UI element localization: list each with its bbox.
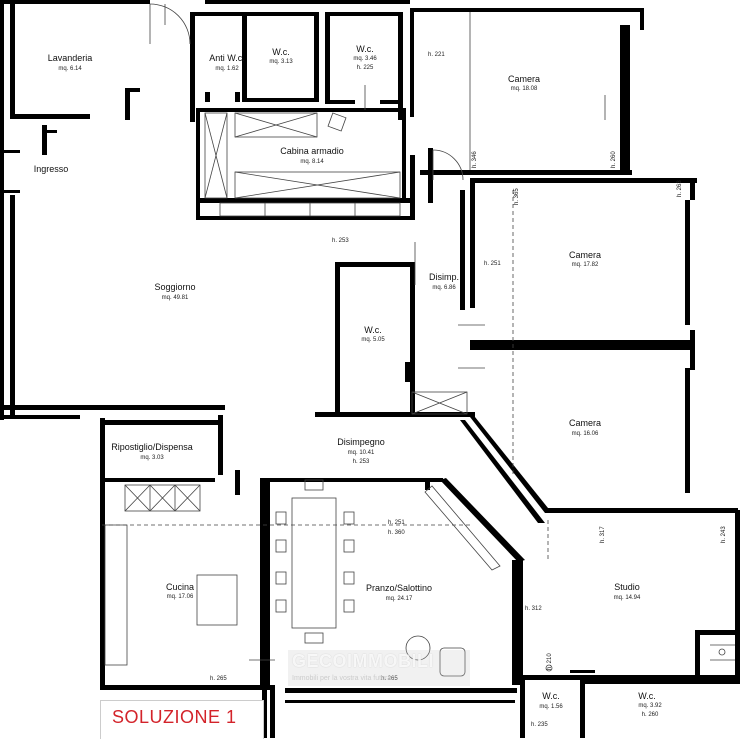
watermark-subtitle: Immobili per la vostra vita futura — [292, 675, 392, 682]
height-251-pranzo: h. 251 — [388, 520, 405, 526]
room-disimpegno-area: mq. 10.41 — [347, 450, 375, 456]
height-265-b: h. 265 — [381, 676, 398, 682]
room-pranzo-area: mq. 24.17 — [385, 596, 413, 602]
room-wc-5-height: h. 260 — [641, 712, 659, 718]
room-wc-4-area: mq. 1.56 — [539, 704, 563, 710]
height-317: h. 317 — [600, 526, 606, 543]
height-312: h. 312 — [525, 606, 542, 612]
room-pranzo-name: Pranzo/Salottino — [365, 583, 433, 593]
room-cucina-area: mq. 17.06 — [166, 594, 194, 600]
room-camera-3-area: mq. 16.06 — [571, 431, 599, 437]
watermark-title: GECOIMMOBILI — [292, 651, 434, 671]
height-243: h. 243 — [721, 526, 727, 543]
height-346: h. 346 — [472, 151, 478, 168]
solution-label: SOLUZIONE 1 — [112, 707, 237, 727]
room-studio-name: Studio — [614, 582, 640, 592]
room-wc-2-height: h. 225 — [356, 65, 374, 71]
solution-label-box — [100, 700, 264, 739]
height-360: h. 360 — [388, 530, 405, 536]
room-wc-3-name: W.c. — [364, 325, 382, 335]
room-wc-2-name: W.c. — [356, 44, 374, 54]
height-265-a: h. 265 — [210, 676, 227, 682]
thin-lines — [102, 3, 735, 677]
room-wc-5-name: W.c. — [638, 691, 656, 701]
room-ripostiglio-area: mq. 3.03 — [140, 455, 164, 461]
room-soggiorno-area: mq. 49.81 — [161, 295, 189, 301]
room-disimpegno-height: h. 253 — [352, 459, 370, 465]
room-wc-5-area: mq. 3.92 — [638, 703, 662, 709]
room-camera-2-area: mq. 17.82 — [571, 262, 599, 268]
height-263: h. 263 — [677, 180, 683, 197]
room-cucina-name: Cucina — [165, 582, 195, 592]
height-253-soggiorno: h. 253 — [332, 238, 349, 244]
height-235: h. 235 — [531, 722, 548, 728]
room-anti-wc-name: Anti W.c. — [209, 53, 245, 63]
room-wc-1-name: W.c. — [272, 47, 290, 57]
room-wc-1-area: mq. 3.13 — [269, 59, 293, 65]
room-ripostiglio-name: Ripostiglio/Dispensa — [111, 442, 193, 452]
room-disimp-name: Disimp. — [428, 272, 460, 282]
room-lavanderia-area: mq. 6.14 — [58, 66, 82, 72]
height-251-disimp: h. 251 — [484, 261, 501, 267]
room-soggiorno-name: Soggiorno — [154, 282, 196, 292]
room-camera-1-name: Camera — [507, 74, 541, 84]
height-210: h. 210 — [547, 653, 553, 670]
room-ingresso-name: Ingresso — [33, 164, 69, 174]
height-221: h. 221 — [428, 52, 445, 58]
room-wc-3-area: mq. 5.05 — [361, 337, 385, 343]
height-260-camera: h. 260 — [611, 151, 617, 168]
room-camera-2-name: Camera — [568, 250, 602, 260]
room-anti-wc-area: mq. 1.62 — [215, 66, 239, 72]
room-lavanderia-name: Lavanderia — [47, 53, 93, 63]
room-camera-3-name: Camera — [568, 418, 602, 428]
room-camera-1-area: mq. 18.08 — [510, 86, 538, 92]
room-wc-2-area: mq. 3.46 — [353, 56, 377, 62]
watermark-band — [288, 650, 470, 686]
room-disimpegno-name: Disimpegno — [337, 437, 385, 447]
room-cabina-armadio-area: mq. 8.14 — [300, 159, 324, 165]
height-365: h. 365 — [514, 188, 520, 205]
room-wc-4-name: W.c. — [542, 691, 560, 701]
room-studio-area: mq. 14.94 — [613, 595, 641, 601]
room-disimp-area: mq. 6.86 — [432, 285, 456, 291]
room-cabina-armadio-name: Cabina armadio — [280, 146, 344, 156]
